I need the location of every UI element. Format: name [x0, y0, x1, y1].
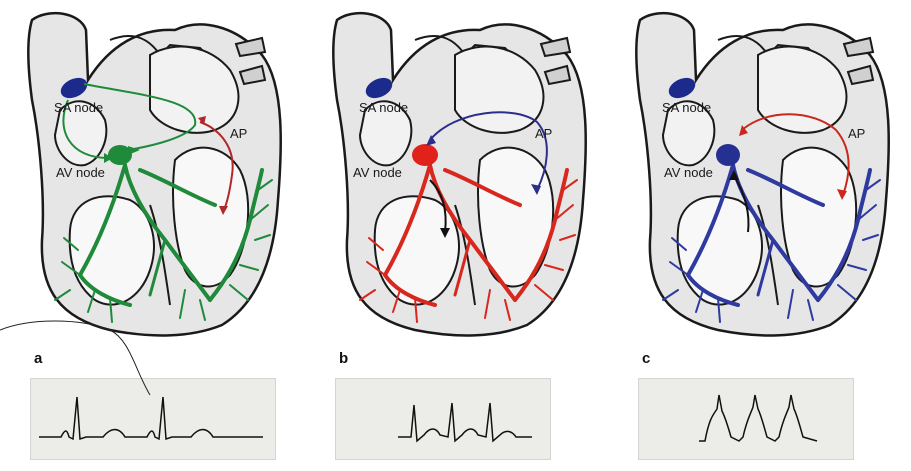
panel-c: SA node AV node AP c: [608, 0, 911, 471]
av-node-label: AV node: [353, 165, 402, 180]
av-node: [716, 144, 740, 166]
panel-letter: a: [34, 350, 42, 367]
panel-letter: b: [339, 350, 348, 367]
ecg-trace-c: [639, 379, 853, 459]
panel-b: SA node AV node AP b: [305, 0, 608, 471]
panel-a: SA node AV node AP a: [0, 0, 303, 471]
ecg-trace-a: [31, 379, 275, 459]
ap-label: AP: [230, 126, 247, 141]
panel-letter: c: [642, 350, 650, 367]
ap-label: AP: [848, 126, 865, 141]
sa-node-label: SA node: [54, 100, 103, 115]
ap-label: AP: [535, 126, 552, 141]
ecg-strip: [638, 378, 854, 460]
av-node: [412, 144, 438, 166]
ecg-strip: [30, 378, 276, 460]
sa-node-label: SA node: [662, 100, 711, 115]
ecg-trace-b: [336, 379, 550, 459]
ecg-strip: [335, 378, 551, 460]
av-node-label: AV node: [664, 165, 713, 180]
av-node-label: AV node: [56, 165, 105, 180]
sa-node-label: SA node: [359, 100, 408, 115]
